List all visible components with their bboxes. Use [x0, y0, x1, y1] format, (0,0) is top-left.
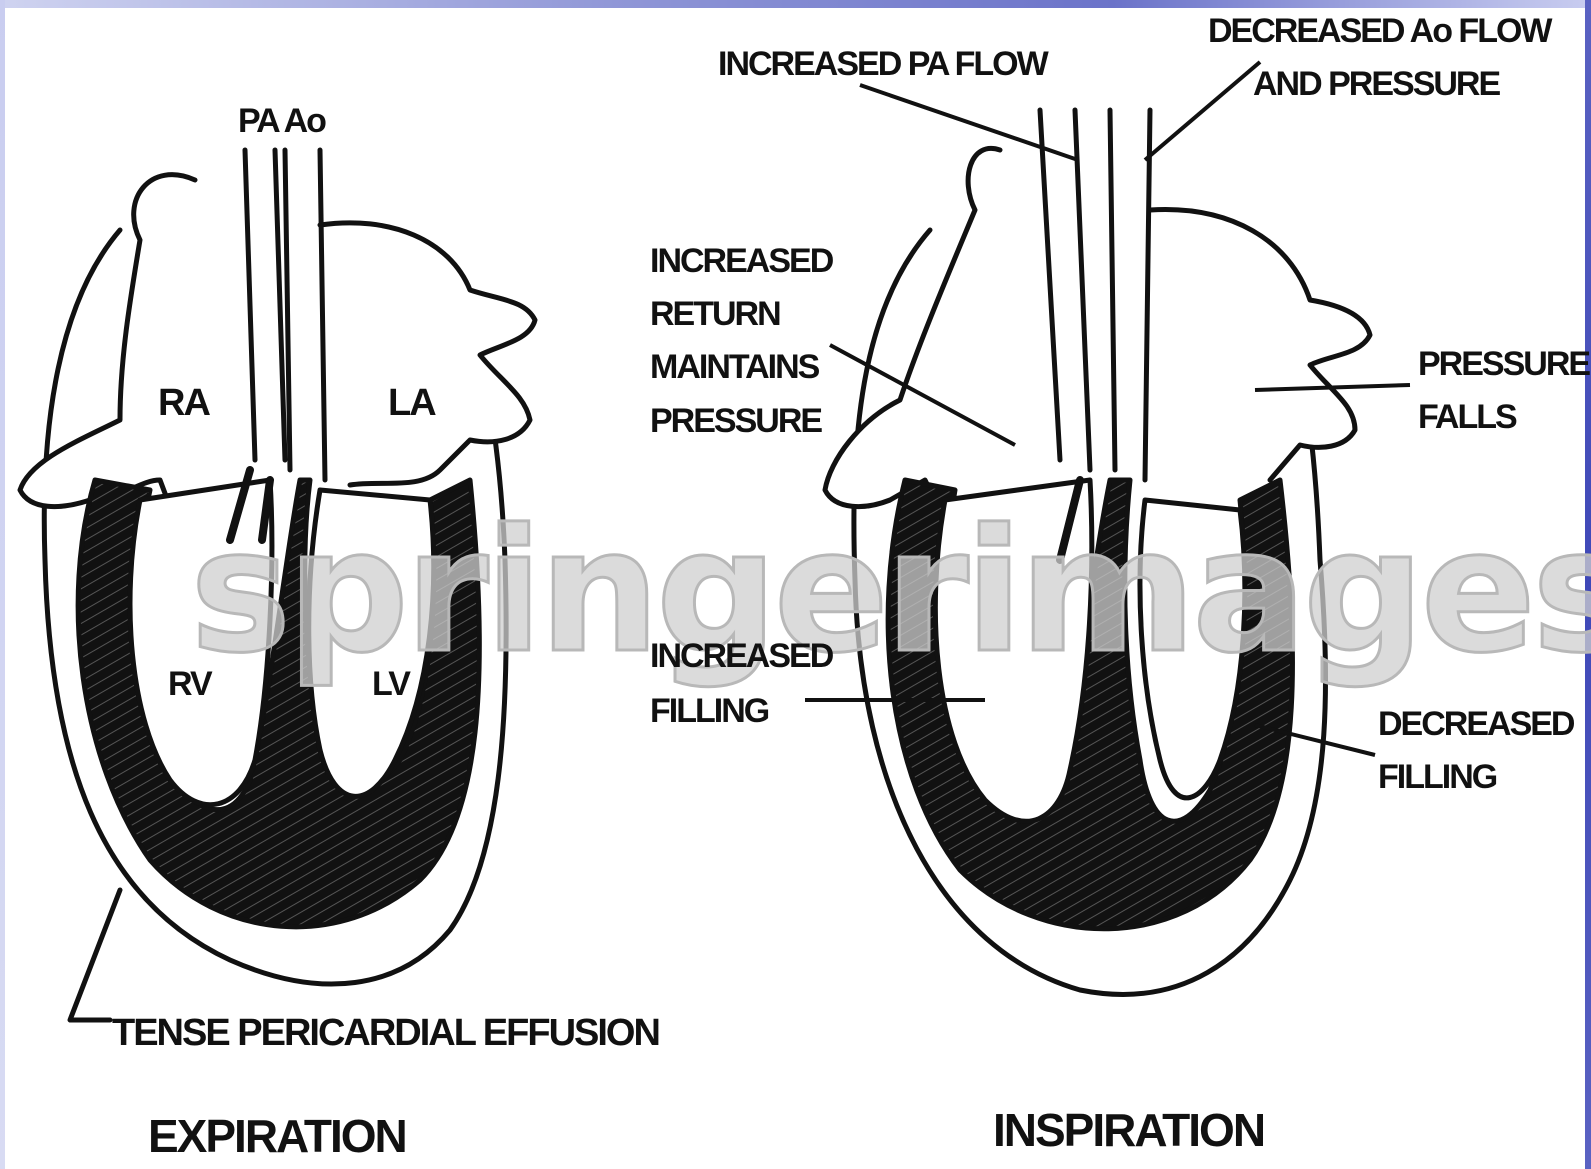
- label-lv: LV: [372, 665, 411, 703]
- inspiration-ao-vessel: [1110, 110, 1150, 480]
- expiration-pa-vessel: [245, 150, 285, 460]
- expiration-effusion-leader: [70, 890, 120, 1020]
- label-pa-ao: PA Ao: [238, 102, 326, 140]
- expiration-la-outline: [320, 223, 535, 485]
- label-decreased-ao-flow-1: DECREASED Ao FLOW: [1208, 12, 1553, 50]
- caption-expiration: EXPIRATION: [148, 1110, 406, 1162]
- label-tense-effusion: TENSE PERICARDIAL EFFUSION: [112, 1012, 659, 1054]
- watermark-text: springerimages: [190, 493, 1591, 691]
- label-pressure-falls-2: FALLS: [1418, 398, 1517, 436]
- label-increased-filling-1: INCREASED: [650, 637, 834, 675]
- label-decreased-filling-2: FILLING: [1378, 758, 1497, 796]
- label-increased-pa-flow: INCREASED PA FLOW: [718, 45, 1050, 83]
- leader-decreased-ao: [1145, 62, 1260, 160]
- label-rv: RV: [168, 665, 213, 703]
- label-increased-return-4: PRESSURE: [650, 402, 822, 440]
- expiration-ao-vessel: [285, 150, 325, 480]
- label-increased-return-2: RETURN: [650, 295, 780, 333]
- label-increased-return-3: MAINTAINS: [650, 348, 820, 386]
- label-increased-return-1: INCREASED: [650, 242, 834, 280]
- leader-increased-pa-flow: [860, 85, 1078, 160]
- label-decreased-ao-flow-2: AND PRESSURE: [1253, 65, 1500, 103]
- label-increased-filling-2: FILLING: [650, 692, 769, 730]
- inspiration-la-outline: [1150, 210, 1370, 480]
- label-ra: RA: [158, 382, 210, 424]
- label-la: LA: [388, 382, 436, 424]
- inspiration-pa-vessel: [1040, 110, 1090, 470]
- caption-inspiration: INSPIRATION: [993, 1104, 1264, 1156]
- label-decreased-filling-1: DECREASED: [1378, 705, 1575, 743]
- label-pressure-falls-1: PRESSURE: [1418, 345, 1590, 383]
